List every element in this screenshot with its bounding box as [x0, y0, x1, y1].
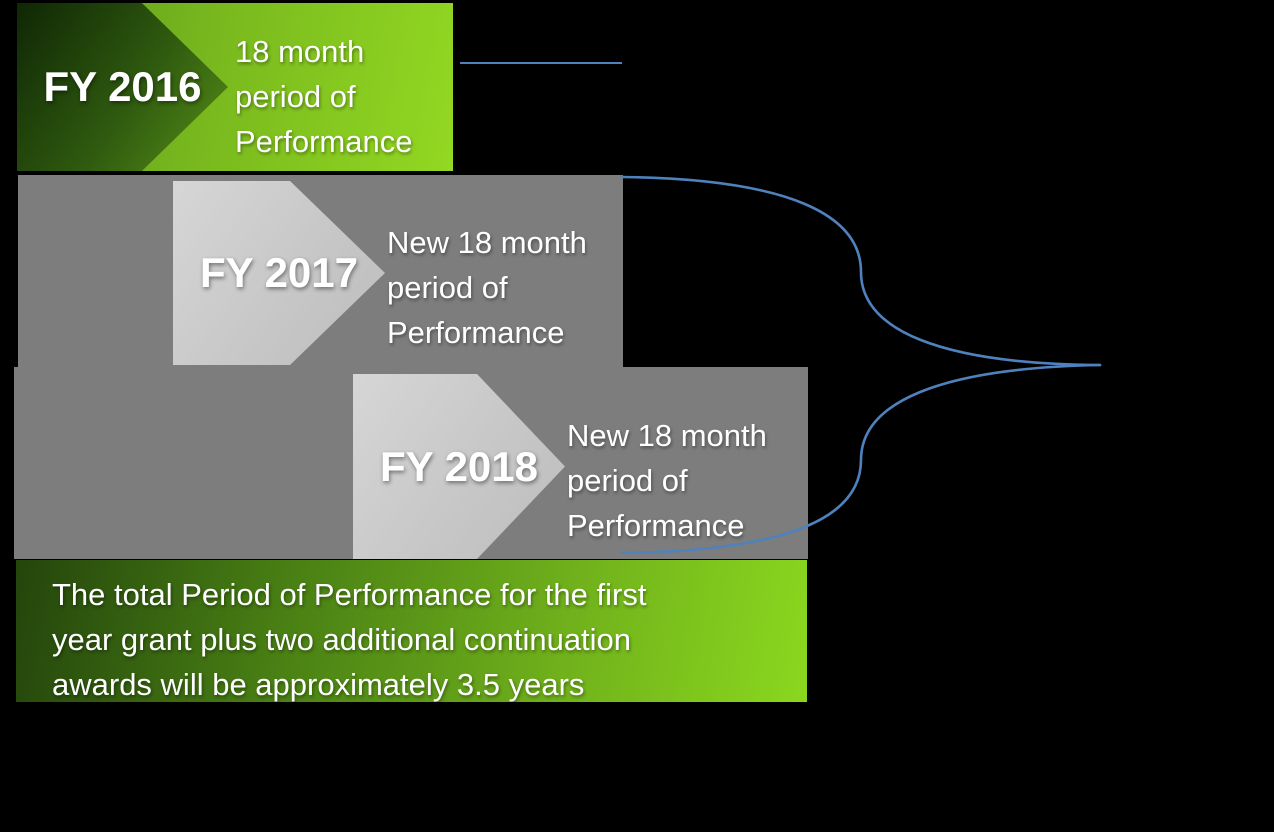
fy2016-desc: 18 month period of Performance	[235, 29, 412, 164]
desc-line: Performance	[387, 315, 565, 350]
summary-line: awards will be approximately 3.5 years	[52, 667, 585, 702]
fy2016-label: FY 2016	[43, 63, 202, 110]
summary-line: year grant plus two additional continuat…	[52, 622, 632, 657]
summary-box	[16, 560, 807, 702]
desc-line: period of	[567, 463, 688, 498]
summary-line: The total Period of Performance for the …	[52, 577, 647, 612]
desc-line: period of	[235, 79, 356, 114]
desc-line: New 18 month	[567, 418, 767, 453]
desc-line: New 18 month	[387, 225, 587, 260]
desc-line: Performance	[567, 508, 745, 543]
fy2018-desc: New 18 month period of Performance	[567, 413, 767, 548]
fy2017-label: FY 2017	[199, 249, 358, 296]
desc-line: 18 month	[235, 34, 365, 69]
brace-upper-curve-connector	[620, 175, 1102, 367]
desc-line: period of	[387, 270, 508, 305]
fy2017-desc: New 18 month period of Performance	[387, 220, 587, 355]
summary-text: The total Period of Performance for the …	[52, 572, 646, 707]
fy2018-label: FY 2018	[379, 442, 538, 490]
desc-line: Performance	[235, 124, 413, 159]
